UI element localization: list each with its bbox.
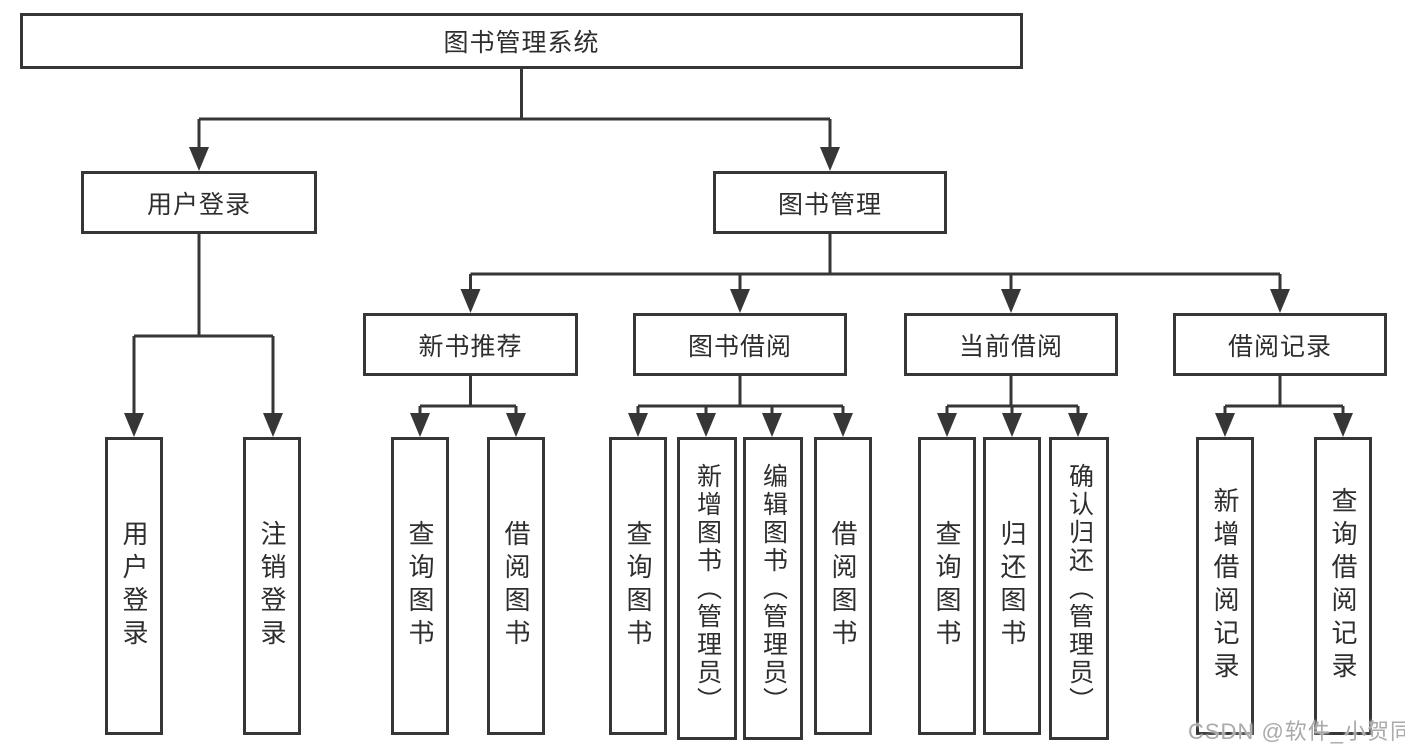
node-label: 新增图书（管理员） bbox=[693, 462, 722, 715]
node-label: 查询图书 bbox=[623, 520, 653, 652]
node-label: 编辑图书（管理员） bbox=[759, 462, 788, 715]
node-user-login: 用户登录 bbox=[81, 171, 317, 234]
node-library-management-system: 图书管理系统 bbox=[20, 13, 1023, 69]
arrowhead-icons bbox=[124, 147, 1353, 437]
node-query-borrow-record: 查询借阅记录 bbox=[1314, 437, 1372, 735]
node-label: 确认归还（管理员） bbox=[1065, 462, 1094, 715]
node-add-books-admin: 新增图书（管理员） bbox=[677, 437, 737, 740]
node-query-books-recommend: 查询图书 bbox=[391, 437, 449, 735]
node-current-borrowing: 当前借阅 bbox=[904, 313, 1118, 376]
node-return-books: 归还图书 bbox=[983, 437, 1041, 735]
connector-stems bbox=[132, 67, 1345, 415]
node-label: 新书推荐 bbox=[418, 332, 523, 361]
node-label: 用户登录 bbox=[119, 520, 149, 652]
node-label: 用户登录 bbox=[146, 190, 251, 219]
node-label: 图书借阅 bbox=[687, 332, 792, 361]
node-label: 新增借阅记录 bbox=[1210, 487, 1240, 685]
node-borrow-books-borrowing: 借阅图书 bbox=[814, 437, 872, 735]
node-label: 借阅记录 bbox=[1227, 332, 1332, 361]
node-label: 图书管理系统 bbox=[443, 29, 600, 57]
node-confirm-return-admin: 确认归还（管理员） bbox=[1049, 437, 1109, 740]
node-edit-books-admin: 编辑图书（管理员） bbox=[743, 437, 803, 740]
csdn-watermark: CSDN @软件_小贺同学 bbox=[1188, 719, 1405, 744]
node-logout-leaf: 注销登录 bbox=[243, 437, 301, 735]
node-book-management: 图书管理 bbox=[713, 171, 947, 234]
node-label: 图书管理 bbox=[777, 190, 882, 219]
node-book-borrowing: 图书借阅 bbox=[633, 313, 847, 376]
node-new-book-recommendation: 新书推荐 bbox=[363, 313, 578, 376]
node-add-borrow-record: 新增借阅记录 bbox=[1196, 437, 1254, 735]
node-label: 当前借阅 bbox=[958, 332, 1063, 361]
node-query-books-borrowing: 查询图书 bbox=[609, 437, 667, 735]
node-label: 归还图书 bbox=[997, 520, 1027, 652]
node-borrowing-records: 借阅记录 bbox=[1173, 313, 1387, 376]
node-label: 注销登录 bbox=[257, 520, 287, 652]
node-label: 借阅图书 bbox=[501, 520, 531, 652]
node-borrow-books-recommend: 借阅图书 bbox=[487, 437, 545, 735]
node-label: 查询图书 bbox=[932, 520, 962, 652]
node-label: 查询借阅记录 bbox=[1328, 487, 1358, 685]
node-label: 查询图书 bbox=[405, 520, 435, 652]
node-query-books-current: 查询图书 bbox=[918, 437, 976, 735]
node-label: 借阅图书 bbox=[828, 520, 858, 652]
node-user-login-leaf: 用户登录 bbox=[105, 437, 163, 735]
